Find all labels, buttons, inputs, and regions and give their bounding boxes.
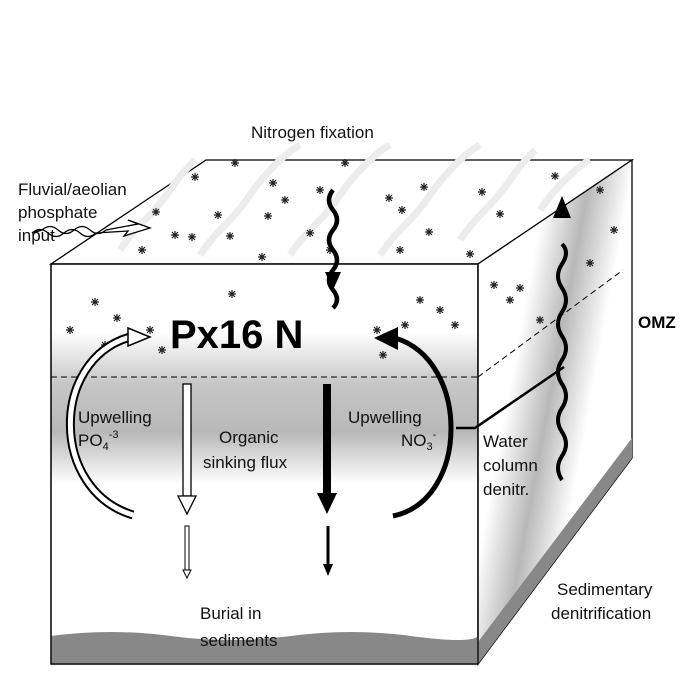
omz-leader-line bbox=[456, 365, 565, 430]
upwelling-no3-arrow bbox=[392, 335, 454, 519]
organic-n-sinking-arrow bbox=[323, 384, 331, 494]
sediment-side bbox=[478, 438, 632, 664]
nitrogen-fixation-label: Nitrogen fixation bbox=[251, 123, 374, 142]
fluvial-label: Fluvial/aeolian phosphate input bbox=[18, 180, 131, 245]
phosphate-input-arrow bbox=[31, 219, 153, 238]
upwelling-no3-label: Upwelling NO3- bbox=[348, 408, 437, 453]
water-column-denitrification-arrow bbox=[556, 242, 568, 482]
upwelling-po4-label: Upwelling PO4-3 bbox=[78, 408, 156, 453]
omz-label: OMZ bbox=[638, 313, 676, 332]
surface-wave-texture bbox=[117, 141, 592, 257]
sedimentary-denitrification-label: Sedimentary denitrification bbox=[551, 580, 657, 623]
sediment-front bbox=[51, 632, 478, 664]
water-column-denitrification-label: Water column denitr. bbox=[483, 432, 543, 499]
organic-p-sinking-arrow bbox=[182, 383, 192, 497]
redfield-ratio-label: Px16 N bbox=[170, 313, 303, 357]
organic-sinking-flux-label: Organic sinking flux bbox=[203, 428, 288, 472]
burial-label: Burial in sediments bbox=[200, 604, 277, 650]
burial-p-arrow bbox=[184, 525, 190, 571]
